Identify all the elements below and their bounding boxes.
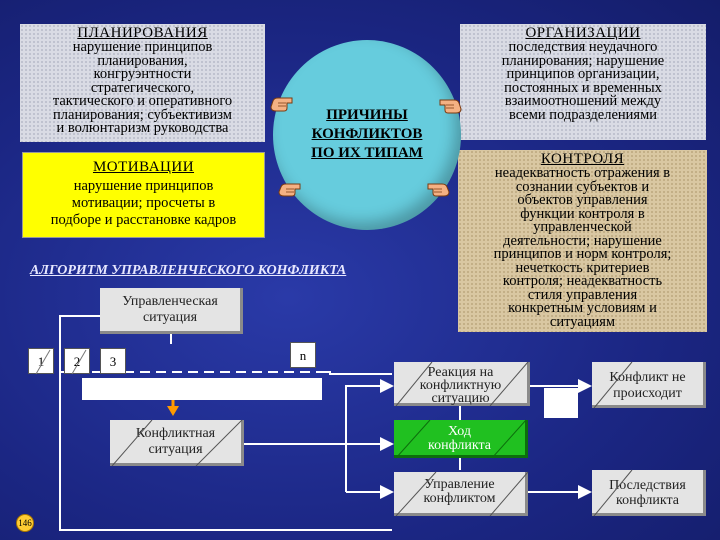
causes-title-line: КОНФЛИКТОВ [273,125,461,144]
planning-box: ПЛАНИРОВАНИЯ нарушение принципов планиро… [20,24,265,142]
pointing-hand-icon [268,92,294,114]
organization-line: всеми подразделениями [460,109,706,123]
algorithm-title: АЛГОРИТМ УПРАВЛЕНЧЕСКОГО КОНФЛИКТА [30,263,450,279]
consequences-box: Последствия конфликта [592,470,706,516]
step-label: n [300,348,307,363]
management-line: конфликтом [394,492,525,506]
organization-box: ОРГАНИЗАЦИИ последствия неудачного плани… [460,24,706,140]
step-box: 3 [100,348,126,374]
page-number: 146 [18,518,32,528]
course-line: Ход [394,425,525,439]
motivation-box: МОТИВАЦИИ нарушение принципов мотивации;… [22,152,265,238]
pointing-hand-icon [438,94,464,116]
causes-title-line: ПО ИХ ТИПАМ [273,144,461,163]
management-line: Управление [394,478,525,492]
conflict-situation-box: Конфликтная ситуация [110,420,244,466]
consequences-line: Последствия [592,478,703,493]
step-label: 3 [110,354,117,369]
step-box: n [290,342,316,368]
conflict-situation-line: Конфликтная [110,426,241,442]
pointing-hand-icon [426,176,452,198]
motivation-line: мотивации; просчеты в [23,195,264,212]
step-label: 1 [38,354,45,369]
blank-box-small [544,388,578,418]
page-number-badge: 146 [16,514,34,532]
motivation-title: МОТИВАЦИИ [23,160,264,175]
no-conflict-line: Конфликт не [592,370,703,386]
step-label: 2 [74,354,81,369]
reaction-box: Реакция на конфликтную ситуацию [394,362,530,406]
causes-title: ПРИЧИНЫ КОНФЛИКТОВ ПО ИХ ТИПАМ [273,106,461,163]
managerial-situation-box: Управленческая ситуация [100,288,243,334]
managerial-situation-line: Управленческая [100,294,240,310]
reaction-line: ситуацию [394,392,527,405]
step-box: 2 [64,348,90,374]
managerial-situation-line: ситуация [100,310,240,326]
management-box: Управление конфликтом [394,472,528,516]
no-conflict-line: происходит [592,386,703,402]
motivation-line: нарушение принципов [23,178,264,195]
course-box: Ход конфликта [394,420,528,458]
pointing-hand-icon [276,176,302,198]
causes-title-line: ПРИЧИНЫ [273,106,461,125]
planning-line: и волюнтаризм руководства [20,122,265,136]
course-line: конфликта [394,439,525,453]
conflict-situation-line: ситуация [110,442,241,458]
step-box: 1 [28,348,54,374]
consequences-line: конфликта [592,493,703,508]
motivation-line: подборе и расстановке кадров [23,212,264,229]
control-box: КОНТРОЛЯ неадекватность отражения в созн… [458,150,707,332]
no-conflict-box: Конфликт не происходит [592,362,706,408]
control-line: ситуациям [458,316,707,330]
blank-box [82,378,322,400]
causes-circle: ПРИЧИНЫ КОНФЛИКТОВ ПО ИХ ТИПАМ [273,40,461,230]
